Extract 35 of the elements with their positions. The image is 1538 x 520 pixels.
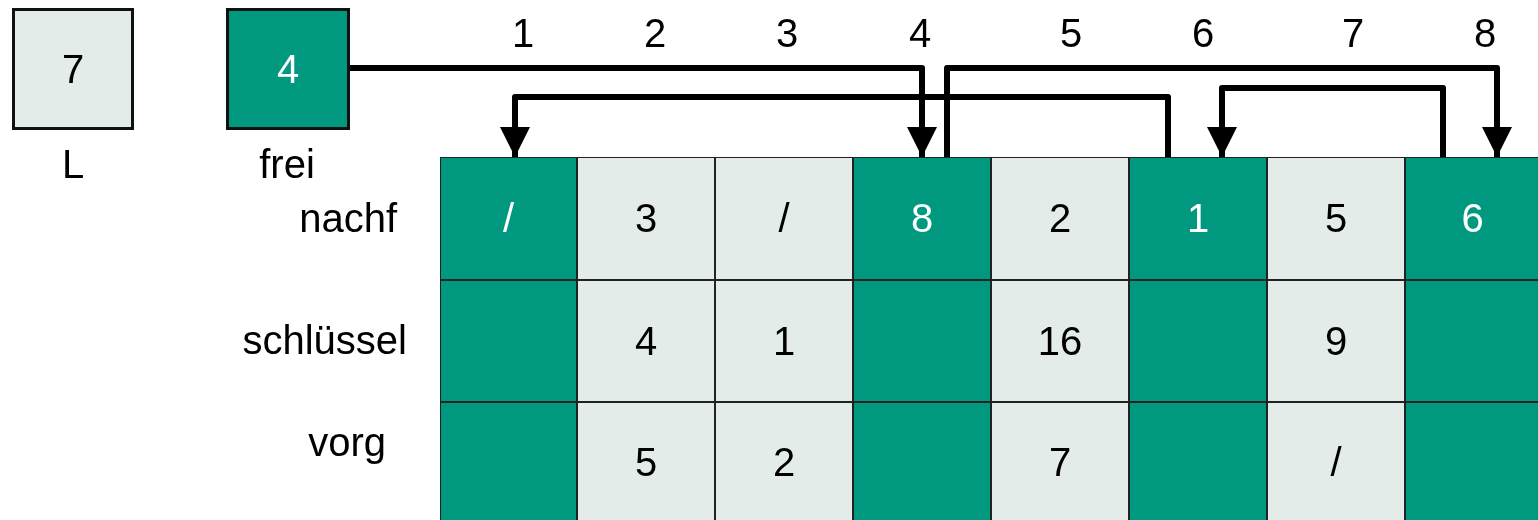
list-head-box: 7: [12, 8, 134, 130]
table-cell: 9: [1267, 280, 1405, 402]
table-cell: /: [1267, 402, 1405, 520]
box-caption: L: [60, 142, 86, 186]
table-cell: 16: [991, 280, 1129, 402]
table-cell: 5: [577, 402, 715, 520]
table-cell: 4: [577, 280, 715, 402]
arrow: [1207, 85, 1446, 157]
column-number: 8: [1472, 11, 1498, 55]
free-head-box: 4: [226, 8, 350, 130]
table-cell: 2: [991, 157, 1129, 280]
row-header: nachf: [299, 196, 397, 240]
row-header: schlüssel: [242, 318, 407, 362]
table-cell: 7: [991, 402, 1129, 520]
table-cell: /: [715, 157, 853, 280]
table-cell: 1: [715, 280, 853, 402]
column-number: 1: [510, 11, 536, 55]
row-header: vorg: [308, 420, 386, 464]
table-cell: 1: [1129, 157, 1267, 280]
arrow: [500, 94, 1171, 157]
column-number: 3: [774, 11, 800, 55]
column-number: 6: [1190, 11, 1216, 55]
column-number: 7: [1340, 11, 1366, 55]
table-cell: 2: [715, 402, 853, 520]
column-number: 5: [1058, 11, 1084, 55]
box-caption: frei: [258, 142, 316, 186]
column-number: 4: [907, 11, 933, 55]
table-cell: /: [440, 157, 577, 280]
table-cell: 6: [1405, 157, 1538, 280]
table-cell: 8: [853, 157, 991, 280]
table-cell: 3: [577, 157, 715, 280]
arrow: [350, 65, 937, 157]
table-cell: 5: [1267, 157, 1405, 280]
column-number: 2: [642, 11, 668, 55]
arrow: [944, 65, 1512, 157]
